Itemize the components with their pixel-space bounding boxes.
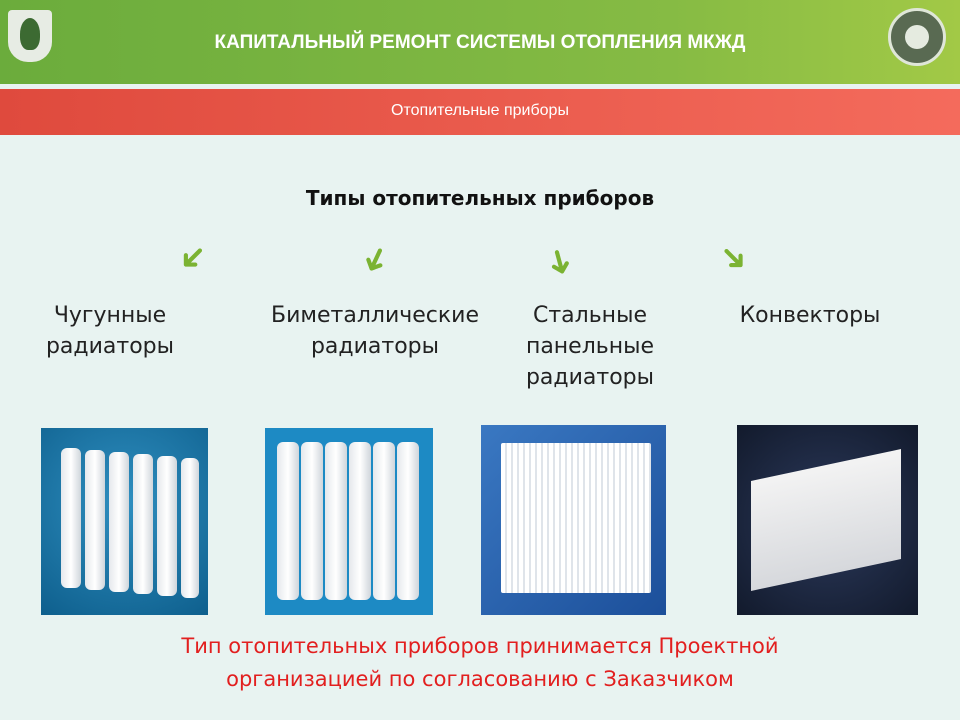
- type-label: радиаторы: [525, 365, 655, 390]
- type-label: Чугунные: [53, 303, 167, 328]
- type-label: Биметаллические: [271, 303, 479, 328]
- kazan-emblem-logo: [8, 10, 52, 62]
- arrow-down-icon: ➜: [536, 243, 584, 281]
- type-steel-panel: Стальные панельные радиаторы: [500, 300, 680, 393]
- subheader-bar: Отопительные приборы: [0, 89, 960, 135]
- slide-title: КАПИТАЛЬНЫЙ РЕМОНТ СИСТЕМЫ ОТОПЛЕНИЯ МКЖ…: [214, 32, 746, 53]
- slide-subtitle: Отопительные приборы: [391, 102, 569, 119]
- footnote-line: Тип отопительных приборов принимается Пр…: [181, 634, 779, 658]
- arrow-down-left-icon: ➜: [168, 233, 218, 283]
- cast-iron-radiator-image: [41, 428, 208, 615]
- convector-image: [737, 425, 918, 615]
- type-label: радиаторы: [310, 334, 440, 359]
- arrow-down-right-icon: ➜: [709, 233, 759, 283]
- type-bimetal: Биметаллические радиаторы: [245, 300, 505, 362]
- type-label: Конвекторы: [739, 303, 881, 328]
- footnote-line: организацией по согласованию с Заказчико…: [226, 667, 734, 691]
- steel-panel-radiator-image: [481, 425, 666, 615]
- type-label: панельные: [525, 334, 655, 359]
- tatarstan-seal-logo: [888, 8, 946, 66]
- type-convector: Конвекторы: [710, 300, 910, 331]
- arrow-down-left-icon: ➜: [351, 238, 401, 282]
- footnote: Тип отопительных приборов принимается Пр…: [0, 630, 960, 696]
- type-label: радиаторы: [45, 334, 175, 359]
- type-label: Стальные: [533, 303, 647, 328]
- header-bar: КАПИТАЛЬНЫЙ РЕМОНТ СИСТЕМЫ ОТОПЛЕНИЯ МКЖ…: [0, 0, 960, 84]
- section-heading: Типы отопительных приборов: [305, 186, 655, 210]
- type-cast-iron: Чугунные радиаторы: [20, 300, 200, 362]
- bimetal-radiator-image: [265, 428, 433, 615]
